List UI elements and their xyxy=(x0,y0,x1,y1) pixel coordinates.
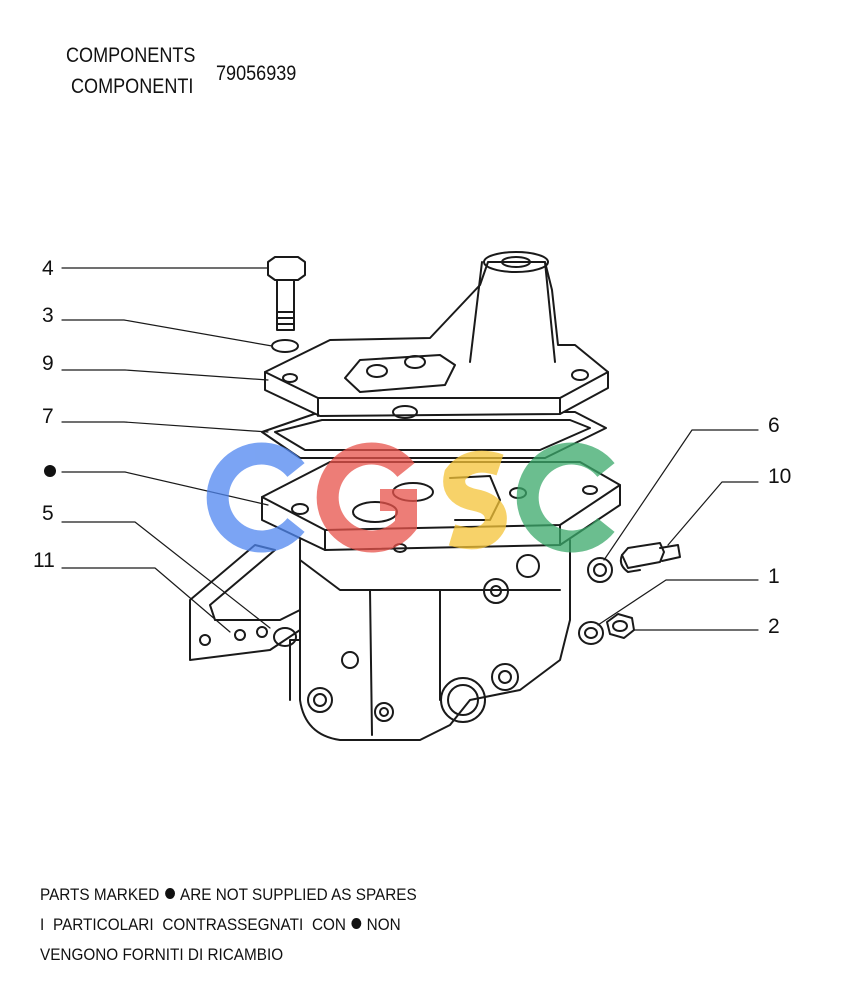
callout-9: 9 xyxy=(42,352,54,375)
note-line-3: VENGONO FORNITI DI RICAMBIO xyxy=(40,945,284,964)
callout-7: 7 xyxy=(42,405,54,428)
callout-1: 1 xyxy=(768,565,780,588)
bullet-icon xyxy=(164,888,175,899)
callout-4: 4 xyxy=(42,257,54,280)
plug-2 xyxy=(606,613,635,639)
callout-2: 2 xyxy=(768,615,780,638)
callout-11: 11 xyxy=(33,549,55,572)
callout-6: 6 xyxy=(768,414,780,437)
gasket-11 xyxy=(189,544,301,661)
unsupplied-marker xyxy=(44,465,56,477)
callout-3: 3 xyxy=(42,304,54,327)
title-italian: COMPONENTI xyxy=(71,75,194,98)
watermark xyxy=(206,442,615,553)
washer-6 xyxy=(587,557,613,583)
bolt-4 xyxy=(267,256,306,331)
title-english: COMPONENTS xyxy=(66,44,196,67)
top-cover xyxy=(264,251,609,419)
bullet-icon xyxy=(351,918,362,929)
o-ring-5 xyxy=(273,627,297,647)
lock-washer-3 xyxy=(271,339,299,353)
washer-1 xyxy=(578,621,604,645)
fitting-10 xyxy=(619,542,681,573)
part-number: 79056939 xyxy=(216,62,297,85)
callout-5: 5 xyxy=(42,502,54,525)
callout-10: 10 xyxy=(768,465,791,488)
gearbox-housing xyxy=(289,539,571,741)
